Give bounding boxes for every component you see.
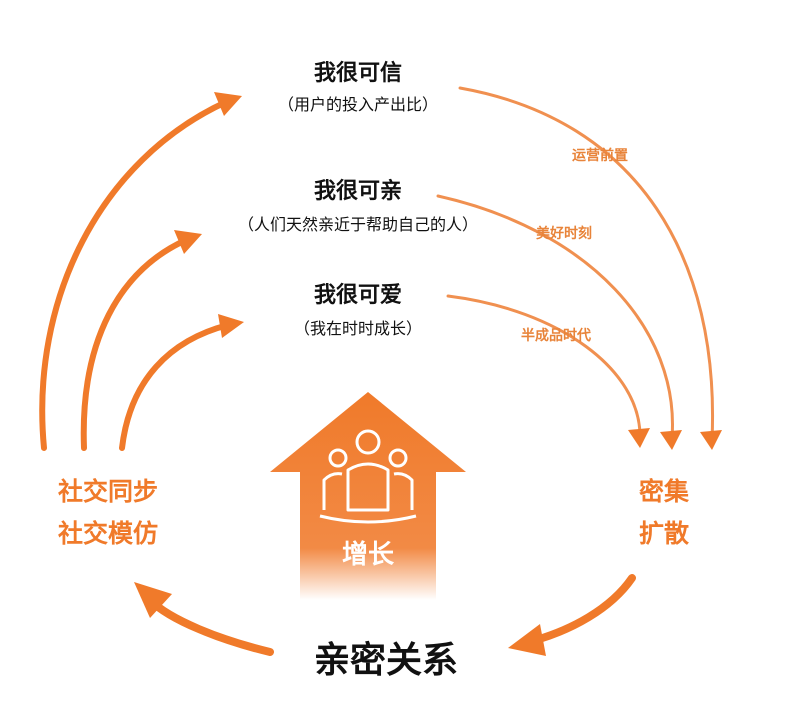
level-1-title: 我很可信 — [314, 60, 402, 86]
house-label: 增长 — [342, 539, 395, 570]
level-3-label: 半成品时代 — [521, 327, 591, 344]
right-block-line1: 密集 — [639, 477, 690, 506]
right-arrow-middle — [436, 194, 682, 450]
level-1-label: 运营前置 — [572, 147, 628, 164]
left-block-line1: 社交同步 — [58, 477, 158, 506]
bottom-right-arrow — [508, 574, 636, 656]
level-1-subtitle: （用户的投入产出比） — [278, 95, 438, 114]
left-arrow-middle — [80, 230, 202, 451]
people-group-icon — [319, 429, 417, 524]
level-2-label: 美好时刻 — [536, 225, 592, 242]
level-3-title: 我很可爱 — [314, 283, 402, 308]
bottom-label: 亲密关系 — [314, 639, 458, 681]
bottom-left-arrow — [134, 582, 274, 656]
right-arrow-inner — [446, 294, 650, 448]
right-block-line2: 扩散 — [639, 519, 689, 548]
left-arrow-inner — [119, 314, 244, 451]
level-3-subtitle: （我在时时成长） — [294, 319, 422, 338]
growth-house: 增长 — [270, 392, 466, 600]
left-arrow-outer — [39, 92, 242, 451]
level-2-title: 我很可亲 — [314, 179, 402, 204]
level-2-subtitle: （人们天然亲近于帮助自己的人） — [238, 215, 478, 234]
right-arrow-outer — [458, 86, 722, 450]
left-block-line2: 社交模仿 — [58, 519, 158, 548]
